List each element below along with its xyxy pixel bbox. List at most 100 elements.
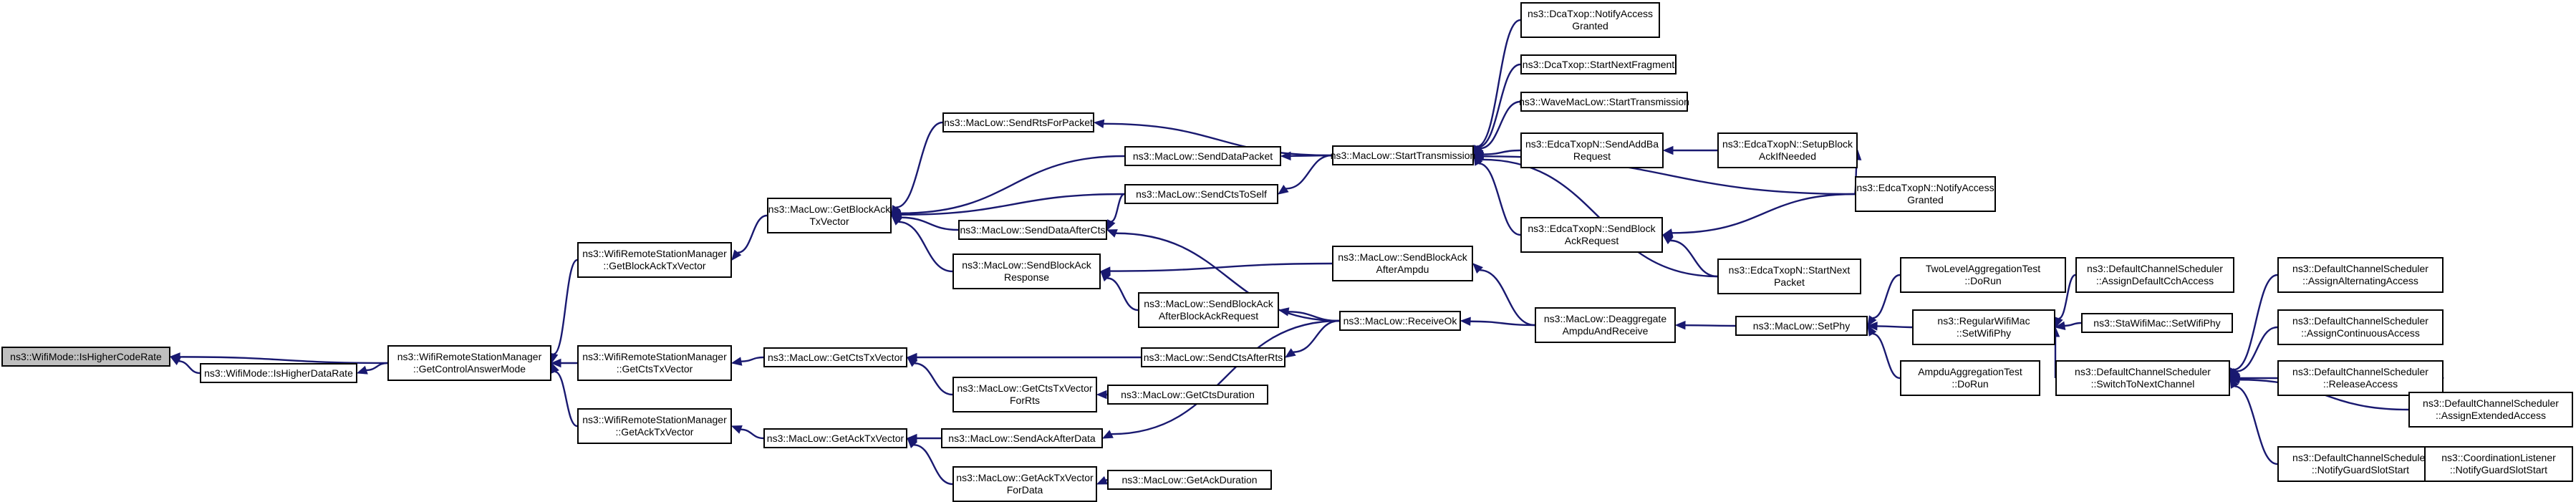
node-label-line: ns3::MacLow::GetCtsTxVector [767, 351, 904, 363]
node-wrsm-getacktxvector[interactable]: ns3::WifiRemoteStationManager::GetAckTxV… [577, 408, 732, 444]
node-sendackafterdata[interactable]: ns3::MacLow::SendAckAfterData [941, 428, 1103, 448]
node-regularwifimac-setwifiphy[interactable]: ns3::RegularWifiMac::SetWifiPhy [1912, 309, 2055, 345]
node-maclow-setphy[interactable]: ns3::MacLow::SetPhy [1735, 316, 1868, 336]
node-label-line: ::ReleaseAccess [2322, 378, 2398, 390]
edge-arrowhead-28 [1284, 348, 1296, 358]
edge-42 [1671, 193, 1856, 234]
node-getctsduration[interactable]: ns3::MacLow::GetCtsDuration [1107, 385, 1268, 405]
node-wavemaclow-starttransmission[interactable]: ns3::WaveMacLow::StartTransmission [1519, 92, 1689, 112]
node-receiveok[interactable]: ns3::MacLow::ReceiveOk [1339, 311, 1461, 331]
node-label-line: ns3::WifiMode::IsHigherCodeRate [10, 350, 162, 362]
node-label-line: ::AssignAlternatingAccess [2302, 275, 2418, 286]
edge-arrowhead-46 [1867, 324, 1877, 337]
node-label-line: ns3::MacLow::SendCtsAfterRts [1143, 351, 1283, 363]
node-getcontrolanswermode[interactable]: ns3::WifiRemoteStationManager::GetContro… [387, 345, 551, 381]
edge-43 [1670, 239, 1718, 278]
node-dcs-assignalternatingaccess[interactable]: ns3::DefaultChannelScheduler::AssignAlte… [2277, 257, 2444, 293]
edge-arrowhead-43 [1661, 234, 1674, 245]
node-sendrtsforpacket[interactable]: ns3::MacLow::SendRtsForPacket [942, 112, 1094, 132]
edge-9 [896, 121, 943, 208]
node-dcatxop-startnextfragment[interactable]: ns3::DcaTxop::StartNextFragment [1520, 54, 1677, 74]
edge-arrowhead-7 [730, 357, 743, 366]
node-starttransmission[interactable]: ns3::MacLow::StartTransmission [1331, 145, 1475, 165]
node-label-line: ::AssignExtendedAccess [2435, 410, 2547, 421]
node-sendctstoself[interactable]: ns3::MacLow::SendCtsToSelf [1124, 184, 1278, 204]
edge-arrowhead-20 [1093, 119, 1105, 129]
node-label-line: TwoLevelAggregationTest [1925, 263, 2041, 274]
node-label-line: ns3::MacLow::SendBlockAck [962, 259, 1091, 271]
edge-12 [900, 216, 959, 231]
node-label-line: ns3::DefaultChannelScheduler [2292, 315, 2428, 327]
edge-arrowhead-44 [1867, 315, 1877, 327]
node-label-line: ns3::DcaTxop::NotifyAccess [1527, 8, 1654, 19]
node-label-line: ForRts [1010, 395, 1040, 406]
node-dcs-notifyguardslotstart[interactable]: ns3::DefaultChannelScheduler::NotifyGuar… [2277, 446, 2444, 482]
node-dcs-assignextendedaccess[interactable]: ns3::DefaultChannelScheduler::AssignExte… [2408, 392, 2573, 428]
node-label-line: ns3::WifiRemoteStationManager [397, 351, 542, 362]
edge-arrowhead-21 [1280, 151, 1291, 161]
edge-arrowhead-29 [1101, 430, 1114, 439]
node-stawifimac-setwifiphy[interactable]: ns3::StaWifiMac::SetWifiPhy [2081, 313, 2233, 333]
edge-arrowhead-4 [550, 358, 561, 368]
edge-30 [1480, 269, 1535, 327]
edge-51 [2236, 326, 2278, 372]
node-ishighercoderate[interactable]: ns3::WifiMode::IsHigherCodeRate [1, 347, 170, 367]
node-dcs-switchtonextchannel[interactable]: ns3::DefaultChannelScheduler::SwitchToNe… [2055, 360, 2230, 396]
edge-7 [741, 356, 764, 362]
node-label-line: ns3::DefaultChannelScheduler [2292, 366, 2428, 377]
edge-46 [1872, 332, 1901, 380]
node-label-line: ns3::MacLow::ReceiveOk [1343, 314, 1457, 327]
edge-35 [1480, 100, 1521, 150]
edge-22 [1285, 154, 1333, 190]
edge-arrowhead-19 [1096, 476, 1108, 485]
node-getacktxvector[interactable]: ns3::MacLow::GetAckTxVector [763, 428, 907, 448]
edge-arrowhead-2 [356, 365, 368, 375]
node-label-line: AckRequest [1564, 235, 1619, 246]
edge-arrowhead-6 [731, 249, 742, 261]
edge-15 [914, 362, 953, 396]
edge-1 [179, 356, 388, 365]
node-label-line: Packet [1774, 276, 1805, 288]
edge-31 [1470, 320, 1535, 327]
node-dcs-assigndefaultcchaccess[interactable]: ns3::DefaultChannelScheduler::AssignDefa… [2075, 257, 2234, 293]
edge-24 [1116, 232, 1340, 322]
node-wrsm-getctstxvector[interactable]: ns3::WifiRemoteStationManager::GetCtsTxV… [577, 345, 732, 381]
node-ampduaggregationtest-dorun[interactable]: AmpduAggregationTest::DoRun [1900, 360, 2040, 396]
node-senddataaftercts[interactable]: ns3::MacLow::SendDataAfterCts [958, 220, 1107, 240]
node-label-line: ns3::StaWifiMac::SetWifiPhy [2093, 317, 2221, 329]
node-label-line: ::SwitchToNextChannel [2090, 378, 2195, 390]
node-label-line: ns3::MacLow::SendBlockAck [1338, 251, 1467, 263]
node-dcs-assigncontinuousaccess[interactable]: ns3::DefaultChannelScheduler::AssignCont… [2277, 309, 2444, 345]
edge-0 [178, 360, 201, 375]
node-label-line: ns3::RegularWifiMac [1937, 315, 2030, 327]
node-getackduration[interactable]: ns3::MacLow::GetAckDuration [1107, 470, 1272, 490]
edge-23 [1111, 193, 1125, 223]
node-twolevelaggregationtest-dorun[interactable]: TwoLevelAggregationTest::DoRun [1900, 257, 2066, 293]
node-getctstxvector[interactable]: ns3::MacLow::GetCtsTxVector [763, 347, 907, 367]
node-sendctsafterrts[interactable]: ns3::MacLow::SendCtsAfterRts [1141, 347, 1285, 367]
node-senddatapacket[interactable]: ns3::MacLow::SendDataPacket [1124, 146, 1281, 166]
edge-8 [741, 428, 764, 440]
edge-32 [1684, 324, 1736, 327]
edge-arrowhead-24 [1106, 229, 1118, 238]
edge-18 [913, 444, 953, 486]
graph-edges [169, 19, 2445, 486]
node-ishigherdatarate[interactable]: ns3::WifiMode::IsHigherDataRate [200, 363, 357, 383]
node-dcs-releaseaccess[interactable]: ns3::DefaultChannelScheduler::ReleaseAcc… [2277, 360, 2444, 396]
node-wrsm-getblockacktxvector[interactable]: ns3::WifiRemoteStationManager::GetBlockA… [577, 242, 732, 278]
node-coordinationlistener-notifyguardslotstart[interactable]: ns3::CoordinationListener::NotifyGuardSl… [2424, 446, 2573, 482]
edge-arrowhead-32 [1674, 320, 1686, 330]
